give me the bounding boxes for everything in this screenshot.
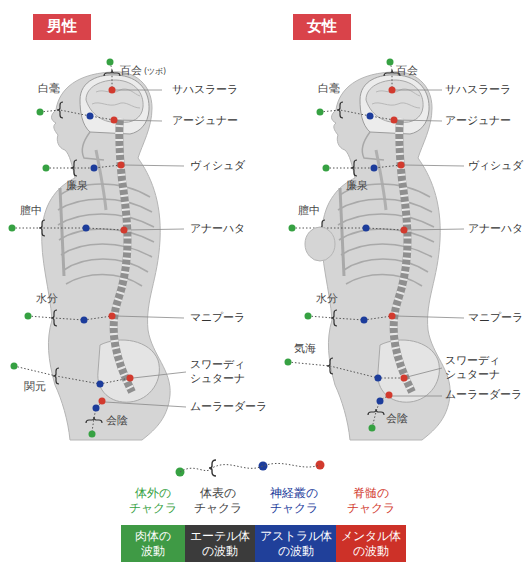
wave-box: アストラル体 の波動 bbox=[255, 525, 337, 562]
chakra-label: サハスラーラ bbox=[445, 83, 511, 97]
chakra-label: ヴィシュダ bbox=[190, 159, 245, 173]
acupoint-label: 気海 bbox=[294, 342, 316, 356]
legend-text: 脊髄の チャクラ bbox=[347, 486, 395, 516]
chakra-label: スワーディ シュターナ bbox=[190, 358, 245, 387]
box-text: メンタル体 の波動 bbox=[341, 529, 401, 559]
acupoint-label: 膻中 bbox=[20, 204, 42, 218]
box-text: 女性 bbox=[307, 17, 337, 37]
chakra-label: アナーハタ bbox=[468, 222, 523, 236]
legend-bracket bbox=[209, 460, 216, 476]
acupoint-label: 百会 bbox=[120, 64, 142, 78]
box-text: エーテル体 の波動 bbox=[190, 529, 250, 559]
female-lower-chakras bbox=[285, 358, 443, 432]
legend-text: 体表の チャクラ bbox=[194, 486, 242, 516]
chakra-label: サハスラーラ bbox=[172, 83, 238, 97]
annotation: (ツボ) bbox=[144, 67, 166, 77]
wave-box: メンタル体 の波動 bbox=[336, 525, 406, 562]
chakra-label: ムーラーダーラ bbox=[190, 400, 267, 414]
chakra-label: マニプーラ bbox=[190, 311, 245, 325]
chakra-label: アージュナー bbox=[445, 114, 511, 128]
acupoint-label: 廉泉 bbox=[66, 179, 88, 193]
female-figure bbox=[289, 59, 465, 441]
acupoint-label: 白毫 bbox=[318, 82, 340, 96]
acupoint-label: 関元 bbox=[24, 380, 46, 394]
chakra-label: ムーラーダーラ bbox=[445, 388, 522, 402]
chakra-label: マニプーラ bbox=[468, 311, 523, 325]
chakra-label: アナーハタ bbox=[190, 222, 245, 236]
acupoint-label: 会陰 bbox=[386, 412, 408, 426]
acupoint-label: 膻中 bbox=[298, 204, 320, 218]
legend-swatch bbox=[259, 462, 268, 471]
box-text: 男性 bbox=[47, 17, 77, 37]
male-lower-chakras bbox=[11, 363, 187, 438]
acupoint-label: 百会 bbox=[396, 64, 418, 78]
acupoint-label: 会陰 bbox=[106, 414, 128, 428]
chakra-label: ヴィシュダ bbox=[468, 159, 523, 173]
wave-box: エーテル体 の波動 bbox=[185, 525, 255, 562]
acupoint-label: 水分 bbox=[36, 292, 58, 306]
female-breast bbox=[305, 227, 335, 261]
legend-sample-line bbox=[180, 463, 320, 472]
title-badge: 男性 bbox=[33, 14, 91, 40]
acupoint-label: 廉泉 bbox=[346, 179, 368, 193]
title-badge: 女性 bbox=[293, 14, 351, 40]
male-figure bbox=[9, 59, 185, 441]
chakra-label: アージュナー bbox=[172, 114, 238, 128]
box-text: 肉体の 波動 bbox=[135, 529, 171, 559]
legend-text: 体外の チャクラ bbox=[129, 486, 177, 516]
acupoint-label: 水分 bbox=[316, 292, 338, 306]
chakra-label: スワーディ シュターナ bbox=[445, 354, 500, 383]
acupoint-label: 白毫 bbox=[38, 82, 60, 96]
box-text: アストラル体 の波動 bbox=[260, 529, 332, 559]
legend-text: 神経叢の チャクラ bbox=[270, 486, 318, 516]
wave-box: 肉体の 波動 bbox=[121, 525, 185, 562]
